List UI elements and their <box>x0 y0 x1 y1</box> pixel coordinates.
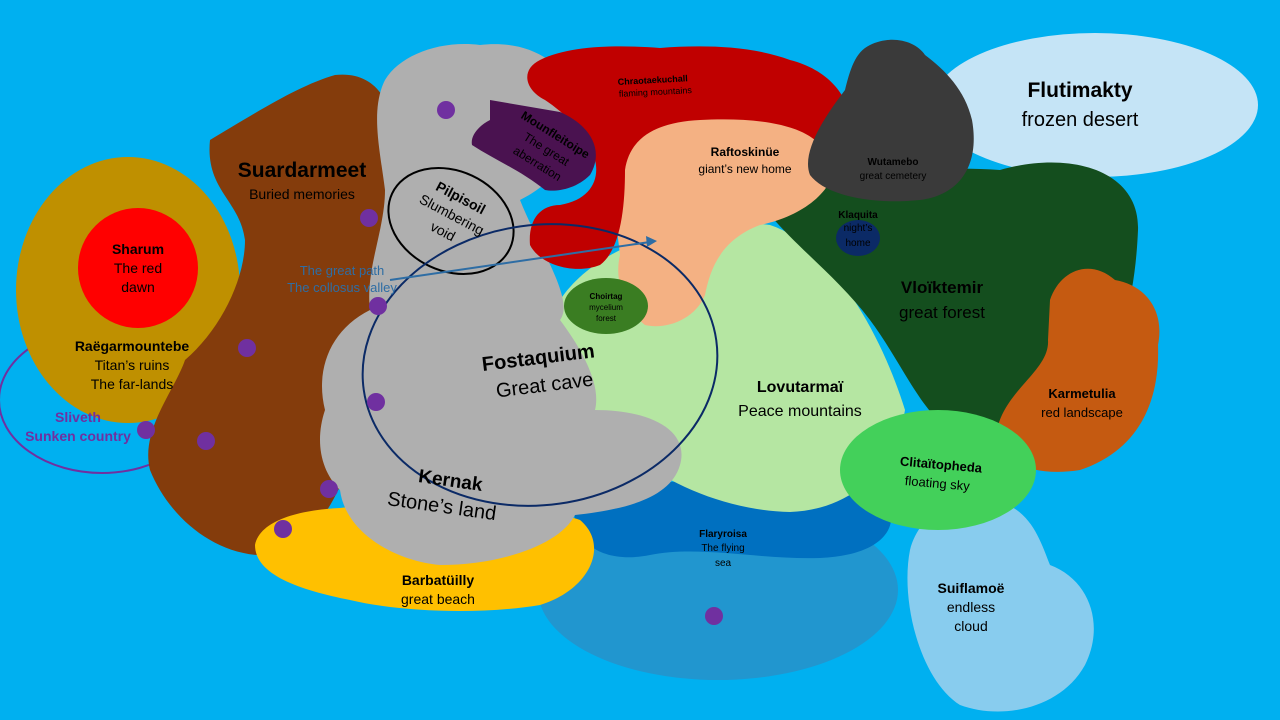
sliveth-name-2: Sunken country <box>25 428 131 444</box>
raftoskinue-name: Raftoskinüe <box>711 145 780 159</box>
chraotaekuchall-label: Chraotaekuchall flaming mountains <box>618 73 693 99</box>
raegarmountebe-desc-1: Titan’s ruins <box>95 357 170 373</box>
region-wutamebo <box>808 39 974 202</box>
region-sharum <box>78 208 198 328</box>
raegarmountebe-name: Raëgarmountebe <box>75 338 190 354</box>
vloiktemir-name: Vloïktemir <box>901 278 984 297</box>
suiflamoe-desc-2: cloud <box>954 618 987 634</box>
klaquita-desc-2: home <box>845 238 870 249</box>
great-path-line-2: The collosus valley <box>287 280 397 295</box>
choirtag-name: Choirtag <box>590 292 623 301</box>
klaquita-name: Klaquita <box>838 210 878 221</box>
location-markers <box>137 101 723 625</box>
flutimakty-desc: frozen desert <box>1022 109 1139 131</box>
chraotaekuchall-desc: flaming mountains <box>619 85 693 99</box>
region-pilpisoil-outline <box>387 167 515 275</box>
wutamebo-name: Wutamebo <box>868 157 919 168</box>
region-klaquita <box>836 220 880 256</box>
lovutarmai-name: Lovutarmaï <box>757 379 844 396</box>
karmetulia-desc: red landscape <box>1041 405 1123 420</box>
region-raftoskinue <box>612 109 836 327</box>
sharum-name: Sharum <box>112 241 164 257</box>
raegarmountebe-desc-2: The far-lands <box>91 376 173 392</box>
region-suiflamoe <box>907 499 1094 712</box>
clitaitopheda-desc: floating sky <box>904 473 971 494</box>
wutamebo-desc: great cemetery <box>860 171 927 182</box>
location-marker[interactable] <box>197 432 215 450</box>
raftoskinue-desc: giant’s new home <box>698 162 791 176</box>
region-fostaquium-outline <box>361 223 719 507</box>
region-chraotaekuchall <box>527 46 851 269</box>
location-marker[interactable] <box>369 297 387 315</box>
clitaitopheda-name: Clitaïtopheda <box>899 453 983 475</box>
great-path-arrowhead <box>646 236 657 247</box>
sharum-desc-2: dawn <box>121 279 154 295</box>
flaryroisa-desc-1: The flying <box>701 543 744 554</box>
region-karmetulia <box>996 268 1160 472</box>
suiflamoe-name: Suiflamoë <box>938 580 1005 596</box>
location-marker[interactable] <box>320 480 338 498</box>
klaquita-desc-1: night’s <box>844 223 873 234</box>
clitaitopheda-label: Clitaïtopheda floating sky <box>899 453 983 494</box>
region-clitaitopheda <box>840 410 1036 530</box>
sharum-desc-1: The red <box>114 260 162 276</box>
suardarmeet-desc: Buried memories <box>249 186 355 202</box>
great-path-line-1: The great path <box>300 263 385 278</box>
region-choirtag <box>564 278 648 334</box>
flaryroisa-desc-2: sea <box>715 558 732 569</box>
vloiktemir-desc: great forest <box>899 303 985 322</box>
choirtag-desc-2: forest <box>596 314 617 323</box>
suiflamoe-desc-1: endless <box>947 599 995 615</box>
location-marker[interactable] <box>437 101 455 119</box>
karmetulia-name: Karmetulia <box>1048 386 1116 401</box>
lovutarmai-desc: Peace mountains <box>738 403 862 420</box>
barbatuilly-name: Barbatüilly <box>402 572 475 588</box>
suardarmeet-name: Suardarmeet <box>238 159 366 182</box>
location-marker[interactable] <box>238 339 256 357</box>
region-flutimakty <box>932 33 1258 177</box>
sliveth-name-1: Sliveth <box>55 409 101 425</box>
location-marker[interactable] <box>137 421 155 439</box>
location-marker[interactable] <box>367 393 385 411</box>
choirtag-desc-1: mycelium <box>589 303 623 312</box>
chraotaekuchall-name: Chraotaekuchall <box>618 73 688 87</box>
location-marker[interactable] <box>360 209 378 227</box>
location-marker[interactable] <box>705 607 723 625</box>
flaryroisa-name: Flaryroisa <box>699 529 747 540</box>
barbatuilly-desc: great beach <box>401 591 475 607</box>
flutimakty-name: Flutimakty <box>1027 79 1132 102</box>
great-path-arrow <box>389 241 651 281</box>
region-mounfleitoipe <box>471 100 596 191</box>
location-marker[interactable] <box>274 520 292 538</box>
